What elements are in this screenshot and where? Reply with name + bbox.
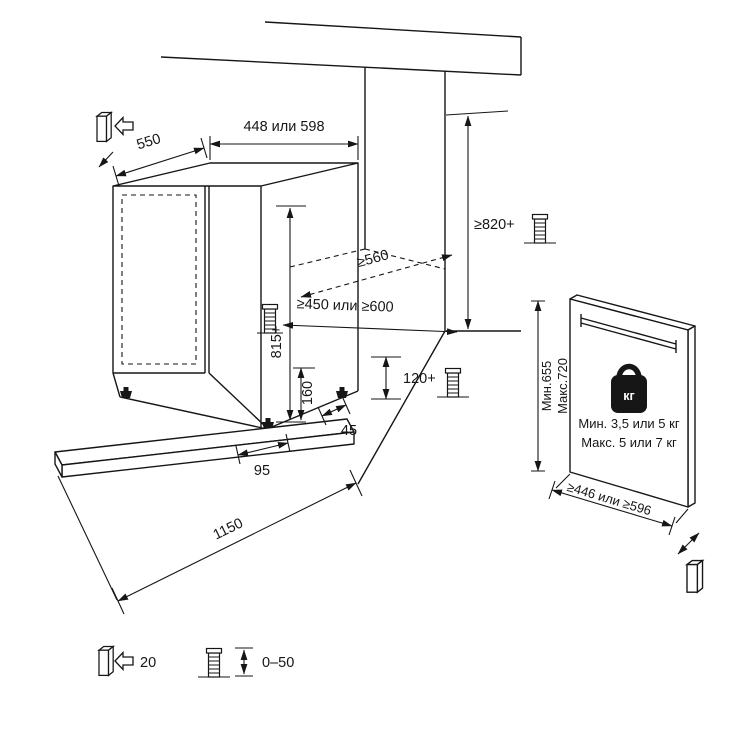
legend-feet-adjustment: 0–50 xyxy=(198,647,294,678)
foot-icon xyxy=(120,387,132,398)
decor-panel: кг Мин. 3,5 или 5 кг Макс. 5 или 7 кг Ми… xyxy=(531,294,704,593)
panel-thickness-indicator xyxy=(677,532,704,593)
label-niche-width: ≥450 или ≥600 xyxy=(296,296,394,315)
label-door-clearance: 1150 xyxy=(211,515,246,543)
dim-ticks xyxy=(235,647,253,677)
dim-ticks xyxy=(531,300,545,472)
dim-ticks xyxy=(371,356,401,400)
dim-extension xyxy=(555,473,689,524)
insert-arrow-icon xyxy=(114,651,134,671)
label-depth-550: 550 xyxy=(135,131,163,153)
dim-foot-height-120: 120+ xyxy=(371,356,469,400)
open-door-board xyxy=(54,418,355,478)
dim-width-448-598: 448 или 598 xyxy=(209,119,359,160)
dim-ticks xyxy=(445,110,509,116)
label-width: 448 или 598 xyxy=(243,119,324,135)
panel-insert-hint xyxy=(96,111,134,168)
dim-ticks xyxy=(209,136,359,160)
door-panel-mount-outline xyxy=(121,194,197,365)
decor-panel-icon xyxy=(686,559,704,593)
dim-ticks xyxy=(548,480,676,536)
legend-panel-thickness: 20 xyxy=(98,645,156,677)
label-panel-weight-min: Мин. 3,5 или 5 кг xyxy=(578,416,679,431)
countertop-edges xyxy=(160,21,522,76)
board-end xyxy=(54,451,63,478)
dim-ticks xyxy=(235,433,291,465)
decor-panel-icon xyxy=(96,111,112,143)
label-body-height: 815+ xyxy=(269,326,285,359)
label-foot-setback: 45 xyxy=(341,423,357,439)
panel-handle xyxy=(580,314,677,353)
decor-panel-icon xyxy=(98,645,114,677)
weight-handle xyxy=(616,363,642,378)
thickness-arrow xyxy=(677,532,700,555)
dim-line xyxy=(115,147,205,177)
legend: 20 0–50 xyxy=(98,645,294,678)
dim-ticks xyxy=(317,395,351,426)
dim-niche-width-450-600: ≥450 или ≥600 xyxy=(257,296,458,335)
dim-plinth-depth-95: 95 xyxy=(235,433,291,479)
panel-side-edge xyxy=(687,325,696,508)
mount-direction-arrow xyxy=(98,151,114,168)
dim-line xyxy=(551,489,673,527)
niche-walls xyxy=(357,67,521,485)
countertop xyxy=(160,21,522,76)
dim-line xyxy=(321,404,347,417)
adjustable-foot-icon xyxy=(205,647,223,678)
label-panel-height-min: Мин.655 xyxy=(539,361,554,412)
label-panel-thickness: 20 xyxy=(140,655,156,671)
label-feet-adjust-range: 0–50 xyxy=(262,655,294,671)
dim-body-height-815: 815+ xyxy=(269,205,306,423)
weight-body xyxy=(611,375,647,413)
label-foot-height: 120+ xyxy=(403,371,436,387)
weight-unit-label: кг xyxy=(623,389,634,403)
dim-door-clearance-1150: 1150 xyxy=(57,469,363,615)
insert-arrow-icon xyxy=(114,116,134,136)
adjustable-foot-icon xyxy=(444,367,462,398)
body-edges xyxy=(112,163,359,430)
dim-ticks xyxy=(112,137,208,187)
dim-line xyxy=(117,482,357,602)
dim-line xyxy=(300,254,453,298)
dim-foot-setback-45: 45 xyxy=(317,395,357,439)
label-panel-weight-max: Макс. 5 или 7 кг xyxy=(581,435,677,450)
dim-line xyxy=(282,322,458,335)
dim-line xyxy=(237,442,289,456)
label-niche-height: ≥820+ xyxy=(474,217,515,233)
dim-panel-height: Мин.655 Макс.720 xyxy=(531,300,570,472)
dim-niche-height-820: ≥820+ xyxy=(445,110,556,330)
body-top-face xyxy=(112,162,359,187)
dim-ticks xyxy=(111,469,363,615)
label-plinth-height: 160 xyxy=(300,381,316,405)
label-niche-depth: ≥560 xyxy=(355,247,390,271)
dishwasher-body xyxy=(112,162,359,430)
dim-extension xyxy=(57,475,118,601)
label-panel-height-max: Макс.720 xyxy=(555,358,570,414)
dim-ticks xyxy=(276,205,306,423)
weight-icon: кг xyxy=(611,363,647,413)
dim-niche-depth-560: ≥560 xyxy=(300,247,453,298)
dim-depth-550: 550 xyxy=(112,131,208,187)
label-plinth-depth: 95 xyxy=(254,463,270,479)
dim-plinth-height-160: 160 xyxy=(293,367,316,421)
adjustable-foot-icon xyxy=(531,213,549,244)
